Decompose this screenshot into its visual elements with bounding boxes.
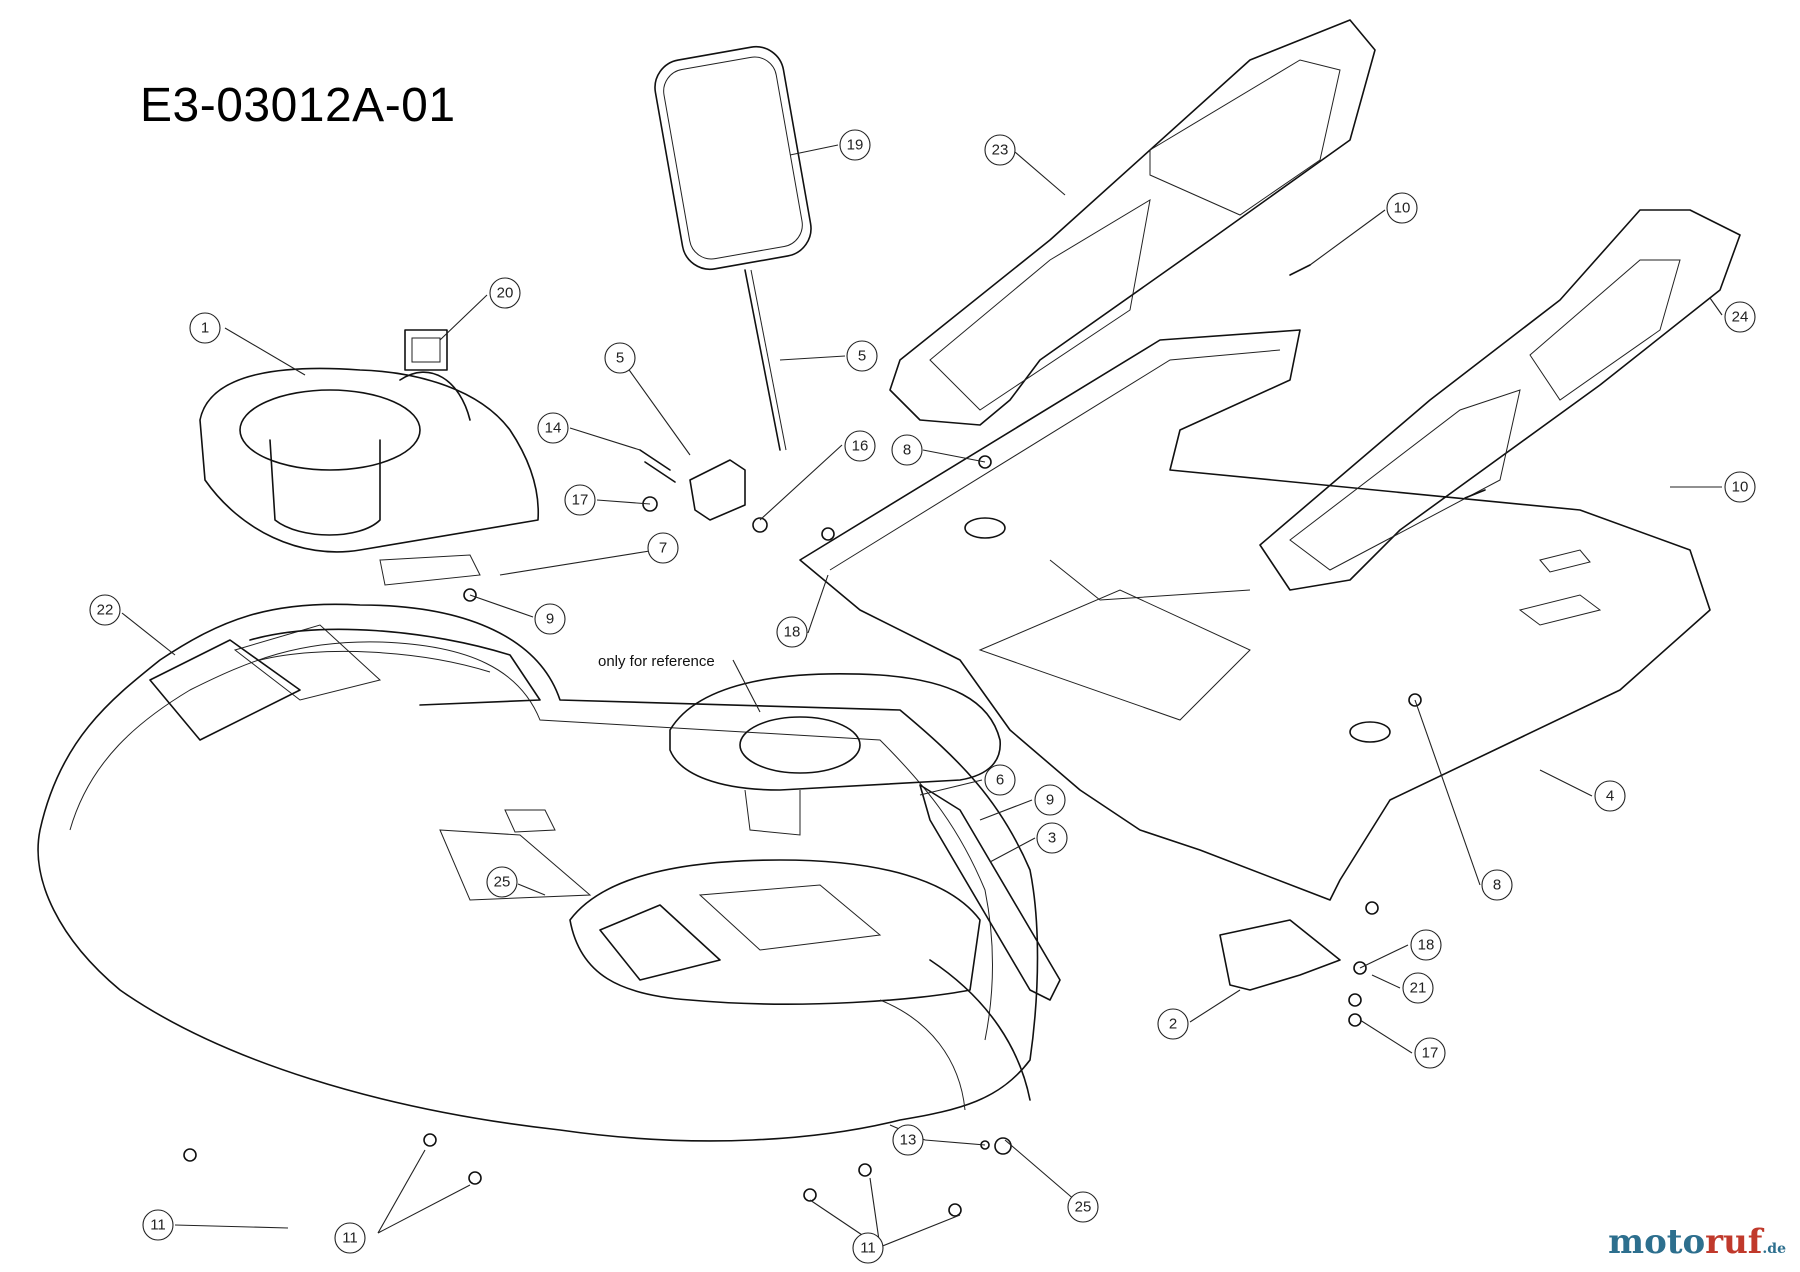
callout-8-top: 8 bbox=[891, 434, 923, 466]
svg-text:11: 11 bbox=[150, 1217, 166, 1234]
callout-5-right: 5 bbox=[846, 340, 878, 372]
svg-text:7: 7 bbox=[659, 540, 667, 557]
bracket-2-part bbox=[1219, 919, 1341, 991]
left-footpad-part bbox=[889, 19, 1376, 426]
svg-text:24: 24 bbox=[1732, 309, 1749, 326]
svg-text:20: 20 bbox=[497, 285, 514, 302]
callout-23: 23 bbox=[984, 134, 1016, 166]
callout-6: 6 bbox=[984, 764, 1016, 796]
brand-name-part-b: ruf bbox=[1705, 1222, 1763, 1262]
callout-16: 16 bbox=[844, 430, 876, 462]
svg-text:8: 8 bbox=[903, 442, 911, 459]
leader-lines bbox=[121, 144, 1723, 1248]
right-footpad-part bbox=[1259, 209, 1741, 591]
svg-text:11: 11 bbox=[860, 1240, 876, 1257]
svg-text:14: 14 bbox=[545, 420, 562, 437]
callout-11-right: 11 bbox=[852, 1232, 884, 1264]
svg-text:3: 3 bbox=[1048, 830, 1056, 847]
callout-5-left: 5 bbox=[604, 342, 636, 374]
brand-logo[interactable]: motoruf.de bbox=[1608, 1222, 1786, 1262]
svg-text:21: 21 bbox=[1410, 980, 1427, 997]
callout-22: 22 bbox=[89, 594, 121, 626]
callout-3: 3 bbox=[1036, 822, 1068, 854]
callout-25-mid: 25 bbox=[486, 866, 518, 898]
svg-text:22: 22 bbox=[97, 602, 114, 619]
callout-11-left: 11 bbox=[142, 1209, 174, 1241]
svg-text:23: 23 bbox=[992, 142, 1009, 159]
svg-text:17: 17 bbox=[572, 492, 589, 509]
svg-text:2: 2 bbox=[1169, 1016, 1177, 1033]
svg-text:5: 5 bbox=[858, 348, 866, 365]
console-part bbox=[199, 329, 540, 586]
svg-text:4: 4 bbox=[1606, 788, 1614, 805]
svg-text:10: 10 bbox=[1732, 479, 1749, 496]
callout-17-bottom: 17 bbox=[1414, 1037, 1446, 1069]
callout-9-right: 9 bbox=[1034, 784, 1066, 816]
svg-text:25: 25 bbox=[494, 874, 511, 891]
svg-text:18: 18 bbox=[1418, 937, 1435, 954]
callout-17-top: 17 bbox=[564, 484, 596, 516]
callout-19: 19 bbox=[839, 129, 871, 161]
bracket-5-part bbox=[689, 459, 746, 521]
svg-text:6: 6 bbox=[996, 772, 1004, 789]
rear-fender-part bbox=[37, 603, 1039, 1142]
callout-18-right: 18 bbox=[1410, 929, 1442, 961]
brand-tld: .de bbox=[1762, 1241, 1786, 1257]
svg-text:16: 16 bbox=[852, 438, 869, 455]
svg-text:1: 1 bbox=[201, 320, 209, 337]
brand-name-part-a: moto bbox=[1608, 1222, 1706, 1262]
svg-text:8: 8 bbox=[1493, 877, 1501, 894]
svg-text:10: 10 bbox=[1394, 200, 1411, 217]
svg-text:5: 5 bbox=[616, 350, 624, 367]
fasteners bbox=[183, 264, 1486, 1217]
floor-pan-part bbox=[799, 329, 1711, 901]
callout-24: 24 bbox=[1724, 301, 1756, 333]
callout-10-top: 10 bbox=[1386, 192, 1418, 224]
callout-7: 7 bbox=[647, 532, 679, 564]
reference-note: only for reference bbox=[598, 653, 715, 670]
callout-25-bottom: 25 bbox=[1067, 1191, 1099, 1223]
svg-text:9: 9 bbox=[546, 611, 554, 628]
svg-text:11: 11 bbox=[342, 1230, 358, 1247]
svg-text:19: 19 bbox=[847, 137, 864, 154]
callout-11-middle: 11 bbox=[334, 1222, 366, 1254]
mirror-part bbox=[654, 45, 812, 451]
callout-8-right: 8 bbox=[1481, 869, 1513, 901]
callout-9-left: 9 bbox=[534, 603, 566, 635]
svg-text:25: 25 bbox=[1075, 1199, 1092, 1216]
callout-10-right: 10 bbox=[1724, 471, 1756, 503]
callout-13: 13 bbox=[892, 1124, 924, 1156]
svg-text:13: 13 bbox=[900, 1132, 917, 1149]
callout-1: 1 bbox=[189, 312, 221, 344]
svg-text:17: 17 bbox=[1422, 1045, 1439, 1062]
callout-18-top: 18 bbox=[776, 616, 808, 648]
reference-console bbox=[669, 673, 1001, 836]
callout-2: 2 bbox=[1157, 1008, 1189, 1040]
diagram-title: E3-03012A-01 bbox=[140, 79, 456, 132]
svg-text:18: 18 bbox=[784, 624, 801, 641]
callout-20: 20 bbox=[489, 277, 521, 309]
callout-4: 4 bbox=[1594, 780, 1626, 812]
svg-text:9: 9 bbox=[1046, 792, 1054, 809]
callout-14: 14 bbox=[537, 412, 569, 444]
callout-21: 21 bbox=[1402, 972, 1434, 1004]
bracket-part bbox=[919, 784, 1061, 1001]
